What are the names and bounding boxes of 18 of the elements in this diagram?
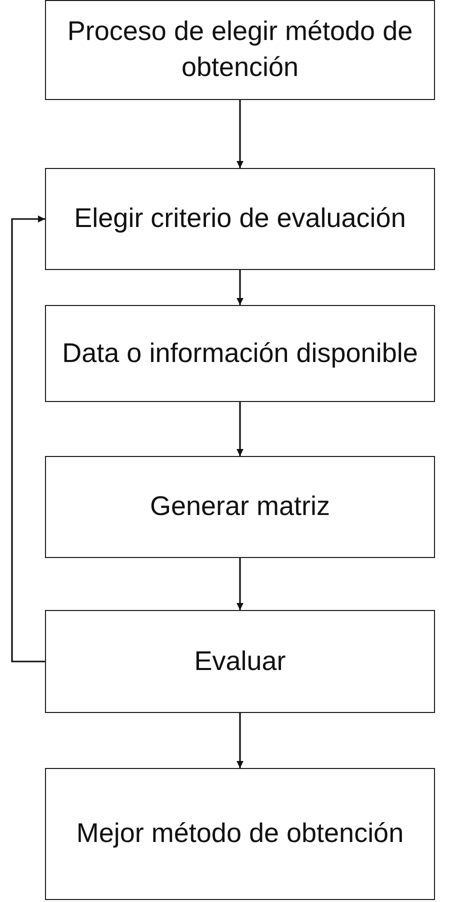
arrow [236,270,244,305]
process-box [45,0,435,100]
process-box [45,768,435,900]
process-box [45,168,435,270]
box-label: Evaluar [194,644,286,678]
box-label: Elegir criterio de evaluación [74,202,406,236]
arrow [236,713,244,768]
box-label: Data o información disponible [62,336,418,370]
arrow [236,402,244,456]
arrow [11,216,45,662]
process-box [45,610,435,713]
arrow [236,100,244,168]
box-label: Mejor método de obtención [76,817,404,850]
process-box [45,456,435,558]
box-label: Proceso de elegir método de obtención [66,15,414,84]
box-label: Generar matriz [150,490,330,524]
arrow [236,558,244,610]
process-box [45,305,435,402]
